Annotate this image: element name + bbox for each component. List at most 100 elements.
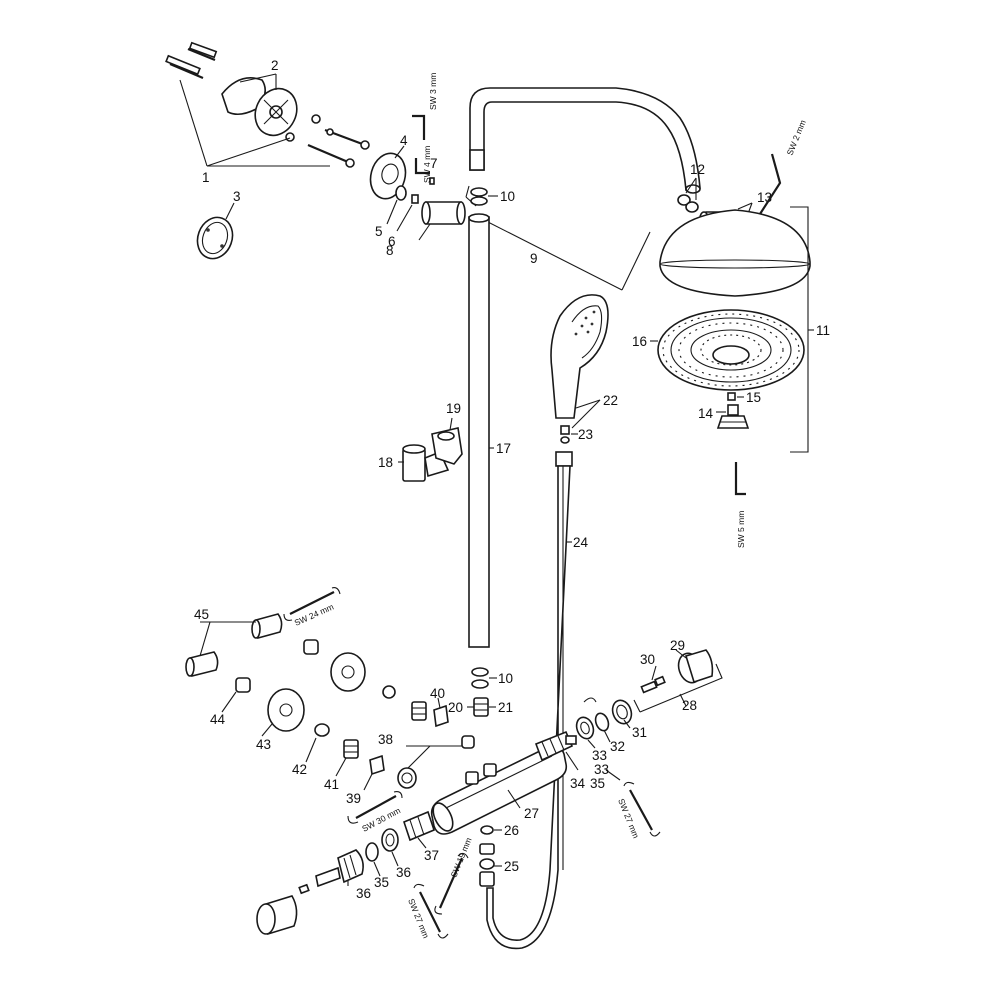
riser-pipe-17	[468, 213, 490, 648]
nut-middle	[303, 639, 319, 655]
tool-size-sw24: SW 24 mm	[293, 602, 335, 628]
washer-42	[314, 723, 330, 737]
nut-44	[235, 677, 251, 693]
label-45: 45	[194, 607, 209, 622]
nipple-20-21	[473, 697, 489, 717]
callout-2: 2	[239, 58, 279, 90]
label-20: 20	[448, 700, 463, 715]
tool-size-sw30: SW 30 mm	[360, 805, 402, 834]
bracket-nut-14	[716, 404, 750, 429]
label-4: 4	[400, 133, 408, 148]
callout-22: 22	[571, 393, 618, 429]
label-44: 44	[210, 712, 226, 727]
cartridge-36-lower	[315, 849, 364, 888]
callout-21: 21	[489, 700, 513, 715]
label-40: 40	[430, 686, 445, 701]
callout-18: 18	[378, 455, 404, 470]
label-35-right: 35	[590, 776, 605, 791]
label-33-a: 33	[592, 748, 607, 763]
handle-cap-29	[677, 649, 714, 684]
label-22: 22	[603, 393, 618, 408]
callout-14: 14	[698, 406, 726, 421]
filter-41	[343, 739, 359, 759]
check-valve-37	[403, 810, 435, 842]
label-25: 25	[504, 859, 519, 874]
callout-29: 29	[670, 638, 687, 659]
label-19: 19	[446, 401, 461, 416]
label-7: 7	[430, 156, 438, 171]
callout-6: 6	[388, 204, 413, 249]
tool-size-sw4: SW 4 mm	[422, 146, 432, 183]
callout-19: 19	[446, 401, 461, 431]
callout-16: 16	[632, 334, 658, 349]
tool-size-sw19: SW 19 mm	[449, 836, 474, 879]
shower-connector-12	[677, 194, 699, 213]
label-10-bottom: 10	[498, 671, 513, 686]
label-26: 26	[504, 823, 519, 838]
label-41: 41	[324, 777, 339, 792]
callout-33-a: 33	[587, 739, 607, 763]
callout-40: 40	[430, 686, 445, 709]
tool-size-sw3: SW 3 mm	[428, 73, 438, 110]
label-33-b: 33	[594, 762, 609, 777]
wrench-sw27-bottom: SW 27 mm	[406, 883, 449, 940]
callout-35-left: 35	[373, 861, 389, 890]
hand-shower-22	[550, 294, 609, 419]
label-11: 11	[816, 323, 830, 338]
label-9: 9	[530, 251, 538, 266]
label-2: 2	[271, 58, 279, 73]
label-12: 12	[690, 162, 705, 177]
callout-45: 45	[194, 607, 256, 657]
callout-31: 31	[623, 719, 647, 740]
callout-39: 39	[346, 773, 373, 806]
label-27: 27	[524, 806, 539, 821]
label-36-lower: 36	[356, 886, 371, 901]
label-18: 18	[378, 455, 393, 470]
o-ring-26	[480, 825, 494, 835]
thermostat-body-27	[430, 745, 568, 835]
overhead-shower-head	[659, 209, 811, 297]
grub-screw-6	[411, 194, 419, 204]
callout-32: 32	[603, 729, 625, 754]
callout-15: 15	[737, 390, 761, 405]
callout-44: 44	[210, 691, 237, 727]
holder-19	[431, 427, 463, 465]
callout-25: 25	[494, 859, 519, 874]
ring-36-upper	[381, 828, 399, 852]
callout-11-bracket: 11	[790, 206, 830, 453]
label-3: 3	[233, 189, 241, 204]
o-rings-10-top	[465, 185, 498, 207]
callout-9: 9	[483, 219, 651, 291]
tool-size-sw27-bottom: SW 27 mm	[406, 897, 431, 940]
callout-43: 43	[256, 723, 273, 752]
nut-25	[479, 843, 495, 887]
label-17: 17	[496, 441, 511, 456]
o-rings-10-bottom	[471, 667, 497, 689]
washer-small-upper	[382, 685, 396, 699]
adapter-31	[611, 699, 633, 725]
label-8: 8	[386, 243, 394, 258]
callout-1: 1	[179, 79, 330, 185]
label-34: 34	[570, 776, 586, 791]
callout-4: 4	[394, 133, 408, 159]
callout-36-lower: 36	[347, 880, 371, 901]
label-43: 43	[256, 737, 271, 752]
shower-hose-24	[486, 451, 573, 950]
clip-33	[575, 697, 597, 740]
label-15: 15	[746, 390, 761, 405]
callout-27: 27	[507, 789, 539, 821]
label-10-top: 10	[500, 189, 515, 204]
screw-lower-left	[298, 883, 310, 895]
escutcheon-43	[267, 688, 305, 732]
screw-15	[727, 392, 736, 401]
label-5: 5	[375, 224, 383, 239]
screw-30	[640, 675, 666, 694]
callout-26: 26	[494, 823, 519, 838]
label-6: 6	[388, 234, 396, 249]
callout-8: 8	[386, 223, 431, 258]
label-32: 32	[610, 739, 625, 754]
label-28: 28	[682, 698, 697, 713]
tool-size-sw5: SW 5 mm	[736, 511, 746, 548]
connector-45	[185, 613, 283, 677]
shower-arm-9	[469, 87, 701, 194]
